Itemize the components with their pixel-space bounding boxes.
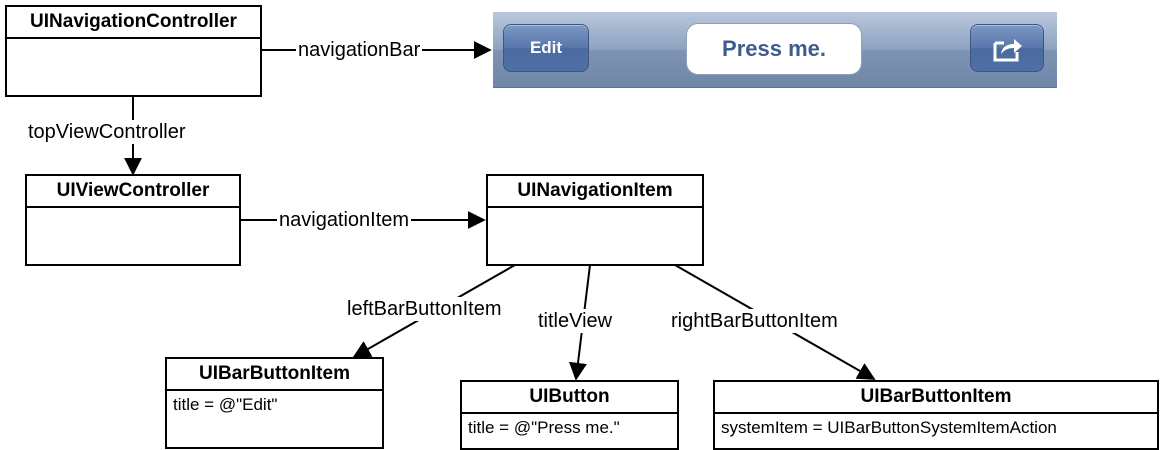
edge-label-top-view-controller: topViewController [26,120,188,144]
node-right-bar-button-item: UIBarButtonItem systemItem = UIBarButton… [713,380,1159,450]
node-title: UIBarButtonItem [167,359,382,391]
edit-button[interactable]: Edit [503,24,589,72]
press-me-button[interactable]: Press me. [686,23,862,75]
node-property: systemItem = UIBarButtonSystemItemAction [721,418,1057,437]
node-view-controller: UIViewController [25,174,241,266]
node-property: title = @"Edit" [173,395,278,414]
edge-label-navigation-bar: navigationBar [296,38,423,62]
node-title-button: UIButton title = @"Press me." [460,380,679,450]
node-title: UIBarButtonItem [715,382,1157,414]
edge-label-title-view: titleView [536,309,615,333]
node-title: UIButton [462,382,677,414]
node-property: title = @"Press me." [468,418,620,437]
edge-label-left-bar-button-item: leftBarButtonItem [345,297,504,321]
edge-label-navigation-item: navigationItem [277,208,412,232]
node-navigation-item: UINavigationItem [486,174,704,266]
share-action-button[interactable] [970,24,1044,72]
share-action-icon [993,39,1022,62]
node-left-bar-button-item: UIBarButtonItem title = @"Edit" [165,357,384,449]
node-navigation-controller: UINavigationController [5,5,262,97]
node-title: UINavigationItem [488,176,702,208]
node-title: UINavigationController [7,7,260,39]
node-title: UIViewController [27,176,239,208]
navigation-bar: Edit Press me. [493,12,1057,88]
edge-label-right-bar-button-item: rightBarButtonItem [669,309,840,333]
